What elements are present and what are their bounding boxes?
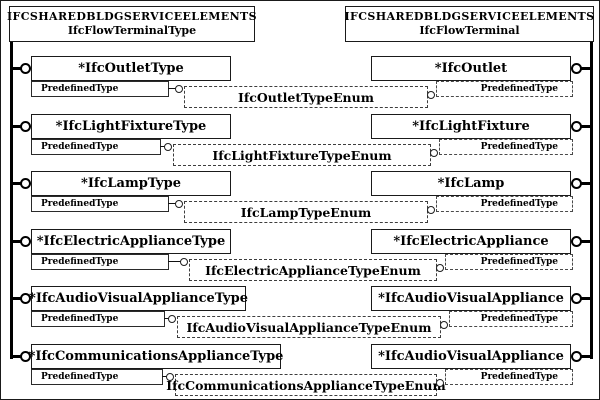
- attribute-line: [162, 376, 167, 378]
- bus-line-left: [10, 42, 13, 359]
- attribute-line: [168, 203, 176, 205]
- attribute-row-left: PredefinedType: [31, 369, 163, 385]
- attribute-row-right: PredefinedType: [439, 139, 573, 155]
- connector-circle: [175, 200, 183, 208]
- bus-stub-left: [11, 182, 21, 185]
- schema-header-right: IFCSHAREDBLDGSERVICEELEMENTS IfcFlowTerm…: [345, 6, 594, 42]
- schema-name-right: IFCSHAREDBLDGSERVICEELEMENTS: [344, 10, 595, 23]
- entity-box-left: *IfcElectricApplianceType: [31, 229, 231, 254]
- attribute-line: [164, 318, 169, 320]
- entity-box-left: *IfcLightFixtureType: [31, 114, 231, 139]
- bus-stub-right: [580, 182, 593, 185]
- connector-circle: [571, 293, 582, 304]
- connector-circle: [180, 258, 188, 266]
- bus-stub-right: [580, 125, 593, 128]
- bus-stub-left: [11, 67, 21, 70]
- bus-stub-right: [580, 297, 593, 300]
- connector-circle: [440, 321, 448, 329]
- connector-circle: [20, 121, 31, 132]
- bus-line-right: [590, 42, 593, 359]
- connector-circle: [430, 149, 438, 157]
- entity-box-right: *IfcAudioVisualAppliance: [371, 286, 571, 311]
- attribute-row-left: PredefinedType: [31, 196, 169, 212]
- connector-circle: [571, 63, 582, 74]
- enum-type-box: IfcCommunicationsApplianceTypeEnum: [166, 374, 446, 396]
- schema-header-left: IFCSHAREDBLDGSERVICEELEMENTS IfcFlowTerm…: [7, 6, 257, 42]
- enum-type-box: IfcLightFixtureTypeEnum: [173, 144, 431, 166]
- attribute-row-right: PredefinedType: [436, 81, 573, 97]
- connector-circle: [20, 178, 31, 189]
- connector-circle: [427, 206, 435, 214]
- page-entity-right: IfcFlowTerminal: [419, 24, 520, 37]
- enum-type-box: IfcLampTypeEnum: [184, 201, 428, 223]
- attribute-line: [160, 146, 165, 148]
- attribute-row-left: PredefinedType: [31, 139, 161, 155]
- bus-stub-left: [11, 355, 21, 358]
- entity-box-left: *IfcOutletType: [31, 56, 231, 81]
- bus-stub-right: [580, 355, 593, 358]
- connector-circle: [20, 293, 31, 304]
- attribute-row-left: PredefinedType: [31, 311, 165, 327]
- connector-circle: [436, 379, 444, 387]
- enum-type-box: IfcOutletTypeEnum: [184, 86, 428, 108]
- connector-circle: [168, 315, 176, 323]
- attribute-line: [168, 88, 176, 90]
- connector-circle: [166, 373, 174, 381]
- connector-circle: [20, 236, 31, 247]
- attribute-row-right: PredefinedType: [445, 254, 573, 270]
- bus-stub-right: [580, 240, 593, 243]
- connector-circle: [571, 178, 582, 189]
- connector-circle: [20, 63, 31, 74]
- enum-type-box: IfcAudioVisualApplianceTypeEnum: [177, 316, 441, 338]
- connector-circle: [175, 85, 183, 93]
- entity-box-right: *IfcElectricAppliance: [371, 229, 571, 254]
- connector-circle: [571, 351, 582, 362]
- entity-box-left: *IfcCommunicationsApplianceType: [29, 344, 283, 369]
- bus-stub-right: [580, 67, 593, 70]
- attribute-row-right: PredefinedType: [445, 369, 573, 385]
- bus-stub-left: [11, 240, 21, 243]
- attribute-row-right: PredefinedType: [436, 196, 573, 212]
- connector-circle: [436, 264, 444, 272]
- entity-box-left: *IfcAudioVisualApplianceType: [29, 286, 248, 311]
- connector-circle: [20, 351, 31, 362]
- connector-circle: [571, 121, 582, 132]
- bus-stub-left: [11, 125, 21, 128]
- entity-box-left: *IfcLampType: [31, 171, 231, 196]
- entity-box-right: *IfcAudioVisualAppliance: [371, 344, 571, 369]
- attribute-row-right: PredefinedType: [449, 311, 573, 327]
- attribute-row-left: PredefinedType: [31, 81, 169, 97]
- schema-name-left: IFCSHAREDBLDGSERVICEELEMENTS: [7, 10, 257, 23]
- attribute-row-left: PredefinedType: [31, 254, 169, 270]
- connector-circle: [571, 236, 582, 247]
- entity-box-right: *IfcOutlet: [371, 56, 571, 81]
- connector-circle: [427, 91, 435, 99]
- connector-circle: [164, 143, 172, 151]
- attribute-line: [168, 261, 181, 263]
- entity-box-right: *IfcLightFixture: [371, 114, 571, 139]
- enum-type-box: IfcElectricApplianceTypeEnum: [189, 259, 437, 281]
- bus-stub-left: [11, 297, 21, 300]
- page-entity-left: IfcFlowTerminalType: [67, 24, 197, 37]
- entity-box-right: *IfcLamp: [371, 171, 571, 196]
